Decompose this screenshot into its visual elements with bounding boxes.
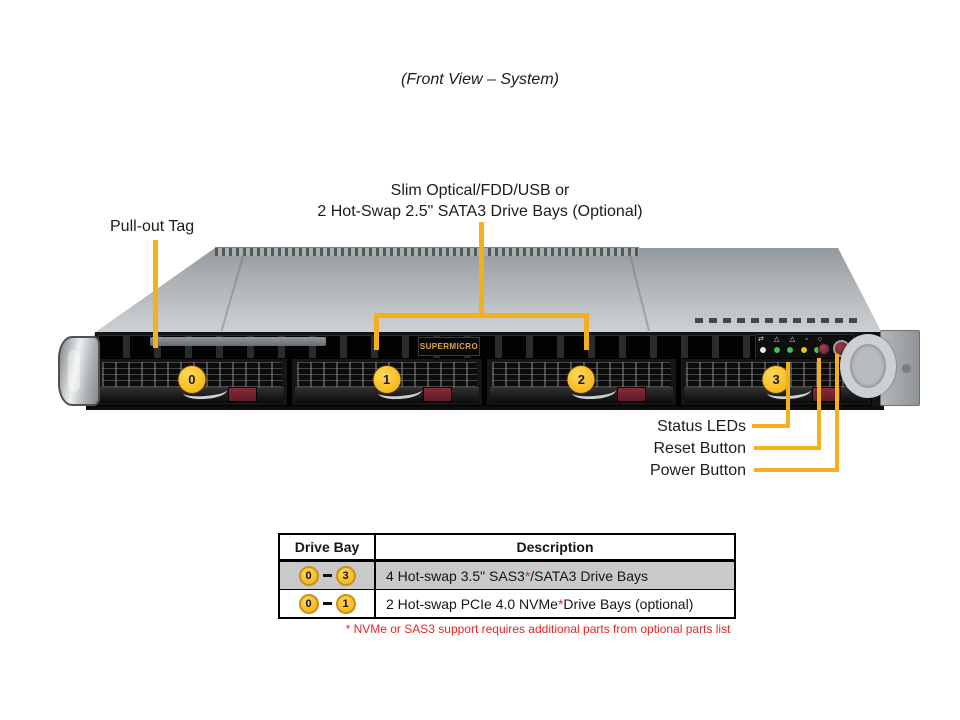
optional-bays-callout-stem [479,222,484,317]
drive-tray-1: 1 [290,358,483,406]
reset-button-label: Reset Button [653,440,747,457]
right-rack-handle [840,334,896,398]
table-header-row: Drive Bay Description [280,535,734,562]
table-header-description: Description [516,539,594,555]
bay-number-badge: 0 [178,366,206,393]
bay-badge-to: 1 [335,593,356,614]
nic1-led [772,346,781,354]
optional-bays-callout-drop-left [374,313,379,350]
description-text: /SATA3 Drive Bays [530,567,649,584]
description-text: 2 Hot-swap PCIe 4.0 NVMe [386,595,558,612]
optional-bays-label-line1: Slim Optical/FDD/USB or [390,182,570,199]
supermicro-logo: SUPERMICRO [419,342,479,351]
left-handle-highlight [68,350,80,392]
rear-vent-perforations [215,247,639,256]
table-header-drive-bay: Drive Bay [280,535,376,559]
reset-button-callout-line-v [817,358,821,450]
hdd-activity-icon: ▫ [805,336,808,343]
pull-out-tag-slot [150,337,326,346]
overheat-fan-fail-warning-icon: △ [774,336,780,343]
status-leds-label: Status LEDs [657,418,746,435]
tray-release-latch [422,387,452,402]
info-led [759,346,767,354]
front-vent-dashes [695,318,857,323]
hdd-led [799,346,808,354]
pull-out-tag-label: Pull-out Tag [110,218,195,235]
status-leds-callout-line-v [786,362,790,428]
chassis-bottom-edge [86,406,884,410]
footnote-asterisk: * [557,595,564,612]
power-button-label: Power Button [649,462,746,479]
figure-title: (Front View – System) [401,71,559,88]
drive-tray-0: 0 [96,358,288,406]
drive-bay-table: Drive Bay Description 0 3 4 Hot-swap 3.5… [278,533,736,619]
drive-tray-2: 2 [485,358,678,406]
bay-number-badge: 1 [373,366,401,393]
status-led-row [759,346,821,354]
left-rack-handle [58,336,100,406]
tray-release-latch [617,387,647,402]
description-cell: 2 Hot-swap PCIe 4.0 NVMe* Drive Bays (op… [376,590,734,617]
pull-out-tag-callout-line [153,240,158,348]
power-indicator-icon: ○ [817,336,822,343]
reset-button [818,343,830,355]
optional-bays-label: Slim Optical/FDD/USB or 2 Hot-Swap 2.5" … [0,180,960,222]
bay-number-badge: 2 [567,366,595,393]
optional-bays-callout-bracket [374,313,589,318]
optional-bays-callout-drop-right [584,313,589,350]
bay-range-cell: 0 3 [280,562,376,589]
table-row: 0 3 4 Hot-swap 3.5" SAS3*/SATA3 Drive Ba… [280,562,734,590]
bay-badge-from: 0 [298,565,319,586]
brand-logo-plate: SUPERMICRO [418,337,480,356]
status-icon-row: ⇄ △ △ ▫ ○ [758,335,822,344]
range-dash-icon [322,574,332,577]
bay-badge-from: 0 [298,593,319,614]
description-text: 4 Hot-swap 3.5" SAS3 [386,567,525,584]
range-dash-icon [322,602,332,605]
optional-bays-label-line2: 2 Hot-Swap 2.5" SATA3 Drive Bays (Option… [317,203,643,220]
status-leds-callout-line-h [752,424,790,428]
bay-range-cell: 0 1 [280,590,376,617]
bay-badge-to: 3 [335,565,356,586]
table-footnote: * NVMe or SAS3 support requires addition… [345,622,731,636]
footnote-asterisk: * [524,567,531,584]
drive-bay-row: 0 1 2 3 [96,358,872,406]
nic2-led [786,346,794,354]
power-button-callout-line-v [835,354,839,472]
table-row: 0 1 2 Hot-swap PCIe 4.0 NVMe* Drive Bays… [280,590,734,617]
power-fail-warning-icon: △ [789,336,795,343]
tray-release-latch [227,387,257,402]
right-ear-screw-hole [902,364,911,373]
power-button-callout-line-h [754,468,839,472]
bay-number-badge: 3 [762,366,790,393]
description-cell: 4 Hot-swap 3.5" SAS3*/SATA3 Drive Bays [376,562,734,589]
reset-button-callout-line-h [754,446,821,450]
description-text: Drive Bays (optional) [563,595,694,612]
nic-activity-icon: ⇄ [758,336,764,343]
